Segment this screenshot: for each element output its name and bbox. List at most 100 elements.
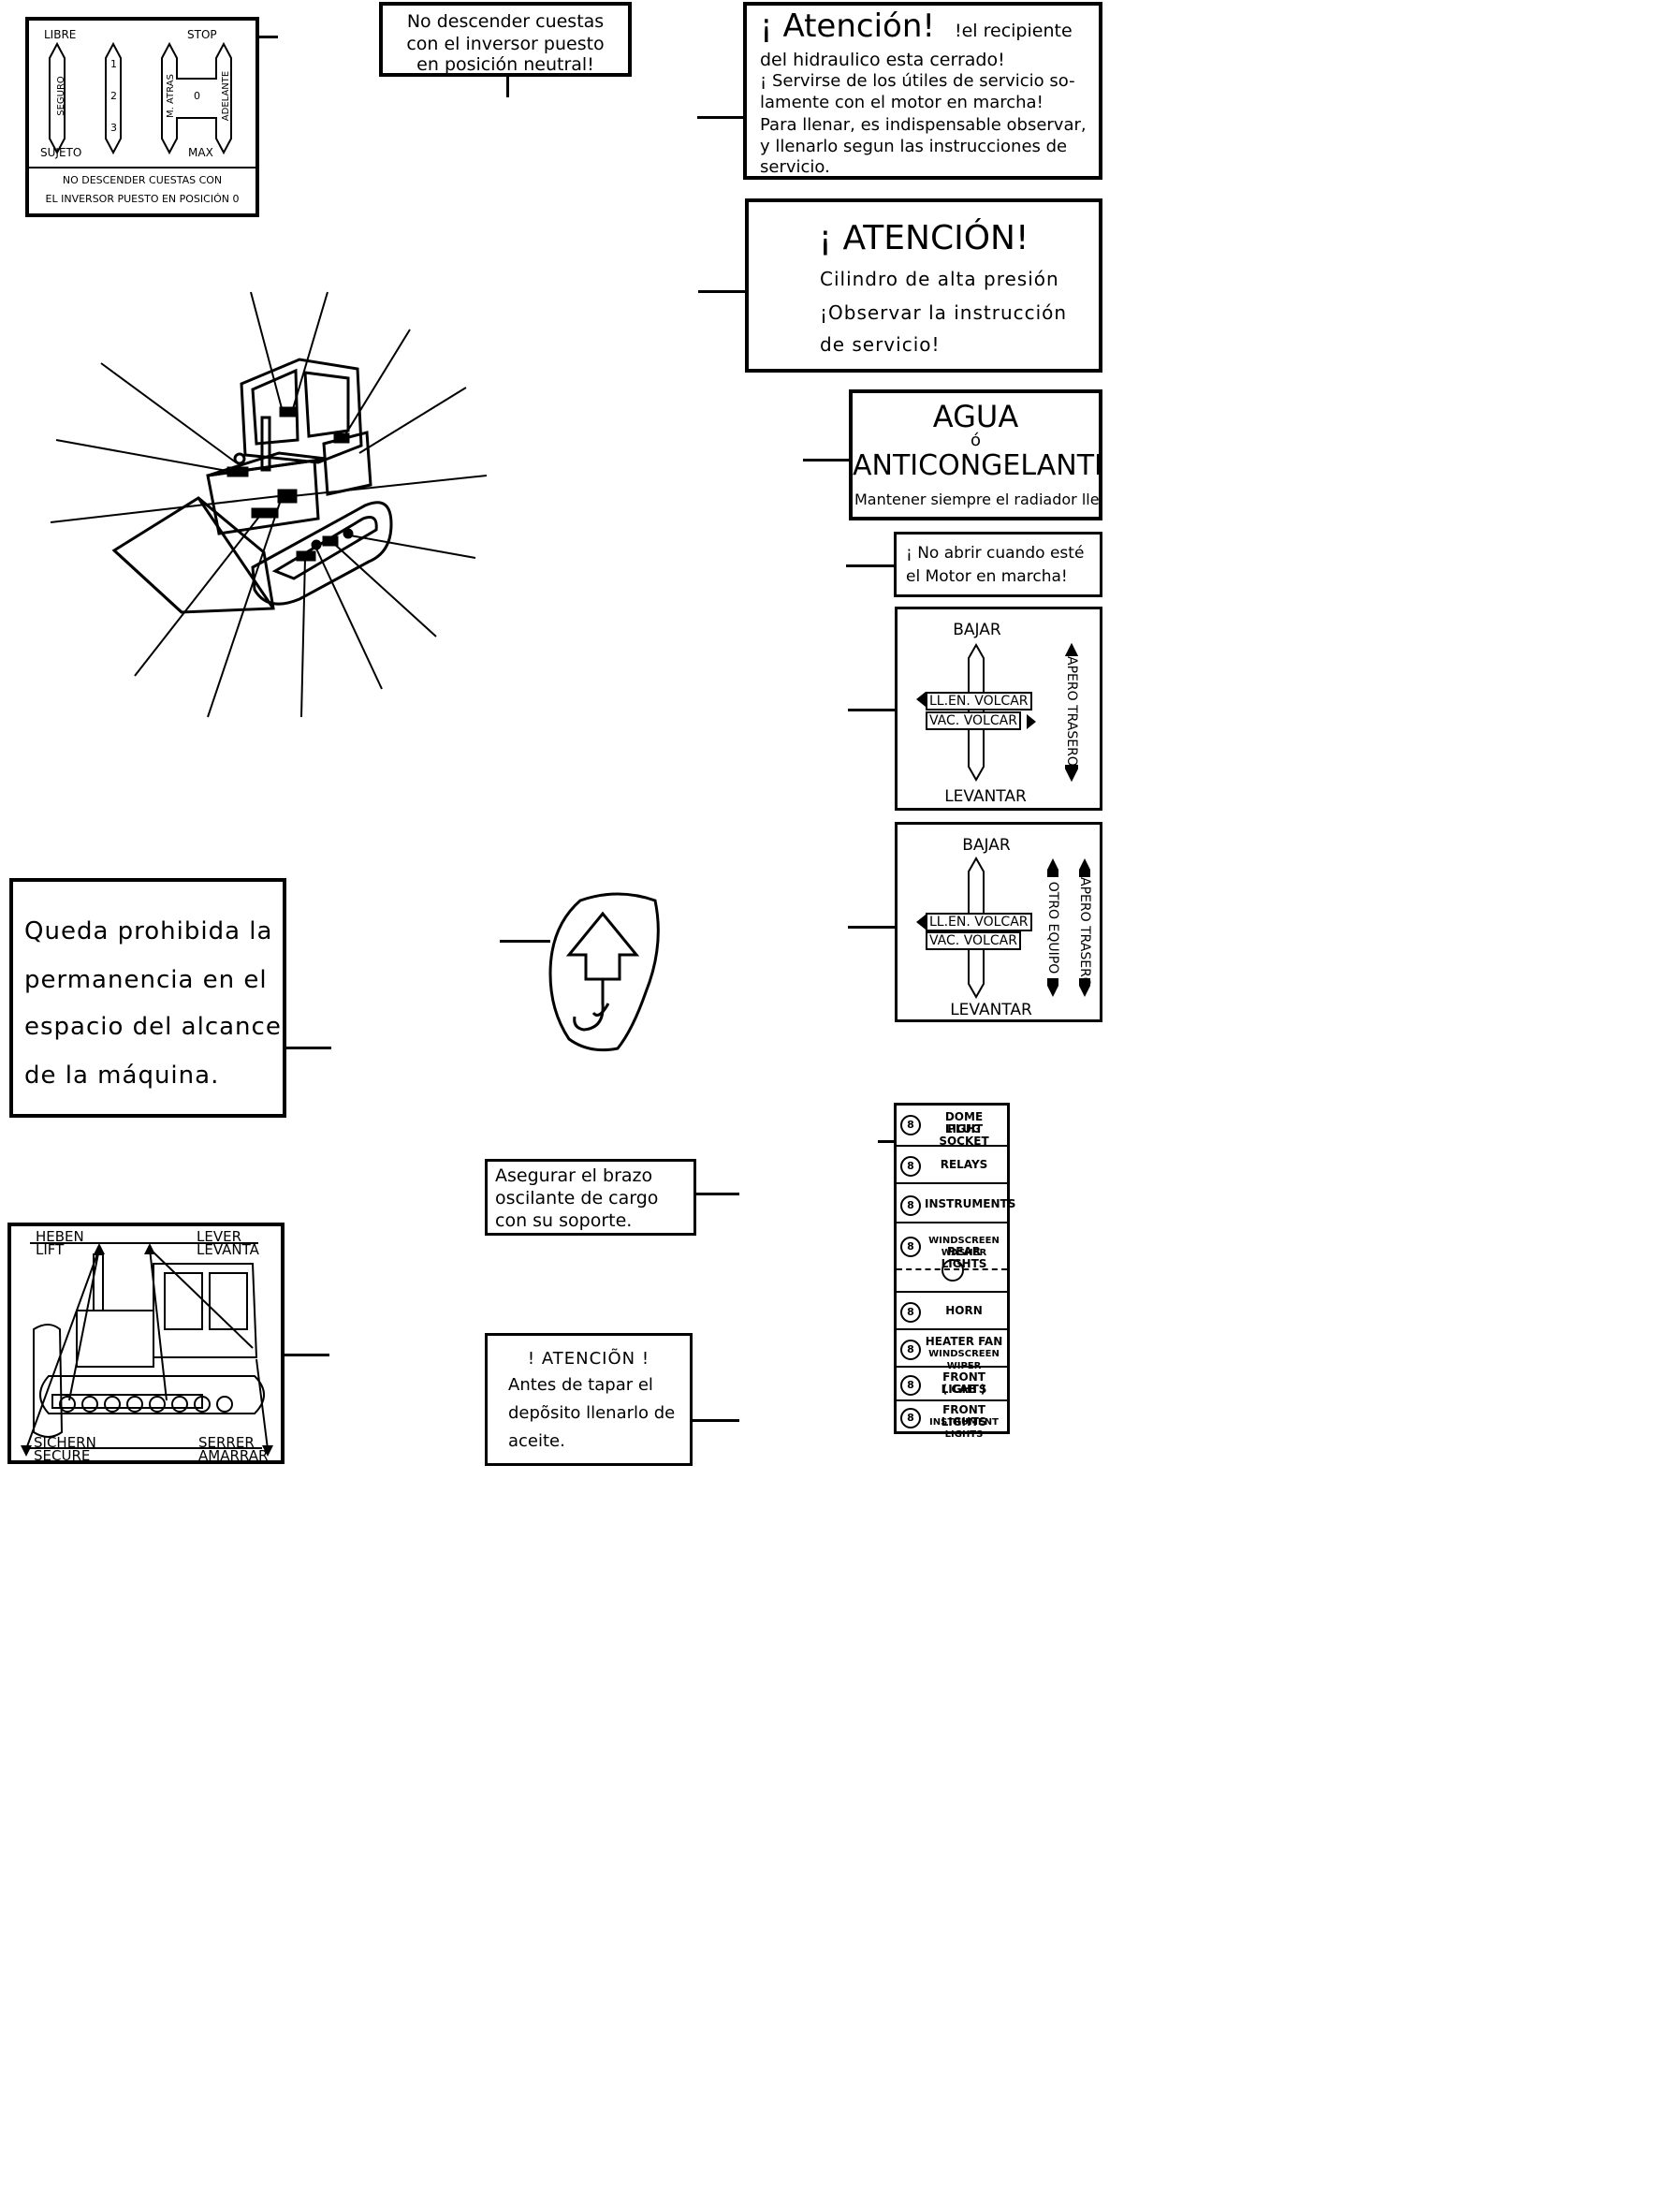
leader-line: [803, 459, 849, 461]
serrer-label: SERRER: [198, 1434, 255, 1451]
lift-header-line: [30, 1242, 258, 1244]
fuse-label-line2: PLUG SOCKET: [939, 1122, 989, 1148]
leader-line: [697, 116, 743, 119]
asegurar-line3: con su soporte.: [495, 1210, 633, 1231]
control2-bajar: BAJAR: [962, 836, 1011, 855]
cilindro-presion-decal: ¡ ATENCIÓN! Cilindro de alta presión ¡Ob…: [745, 198, 1102, 373]
leader-line: [693, 1419, 739, 1422]
control2-apero-trasero: APERO TRASERO: [1077, 877, 1092, 988]
stop-label: STOP: [187, 28, 217, 41]
gear-footer-line1: NO DESCENDER CUESTAS CON: [62, 174, 223, 186]
gear-2-label: 2: [110, 90, 117, 102]
control2-levantar: LEVANTAR: [950, 1001, 1032, 1019]
neutral-zero-label: 0: [194, 90, 200, 102]
fuse-label-line1: WINDSCREEN WASHER: [928, 1236, 1000, 1258]
fuse-rating-badge: 8: [900, 1195, 921, 1216]
cilindro-line2: ¡Observar la instrucción: [820, 301, 1068, 324]
leader-line: [698, 290, 745, 293]
atencion-line4: lamente con el motor en marcha!: [760, 93, 1044, 112]
fuse-rating-badge: 8: [900, 1237, 921, 1257]
fuse-row: 8 WINDSCREEN WASHER REAR LIGHTS: [897, 1222, 1007, 1293]
no-abrir-decal: ¡ No abrir cuando esté el Motor en march…: [894, 532, 1102, 597]
prohibida-line2: permanencia en el: [24, 966, 268, 994]
agua-line3: ANTICONGELANTE: [853, 449, 1102, 482]
atencion-line1-tail: !el recipiente: [955, 21, 1073, 41]
max-label: MAX: [188, 146, 213, 159]
fuse-row: 8 RELAYS: [897, 1145, 1007, 1184]
gear-footer-line2: EL INVERSOR PUESTO EN POSICIÓN 0: [45, 193, 240, 205]
atencion-line5: Para llenar, es indispensable observar,: [760, 115, 1087, 135]
no-abrir-line1: ¡ No abrir cuando esté: [906, 544, 1085, 563]
gear-1-label: 1: [110, 58, 117, 70]
no-descender-line1: No descender cuestas: [406, 11, 605, 32]
adelante-label: ADELANTE: [221, 70, 232, 122]
fuse-rating-badge: 8: [900, 1156, 921, 1177]
sichern-label: SICHERN: [34, 1434, 96, 1451]
fuse-label-line1: DOME LIGHT: [944, 1110, 984, 1135]
fuse-label-line1: RELAYS: [940, 1158, 988, 1171]
control2-vac-volcar: VAC. VOLCAR: [926, 931, 1021, 950]
levanta-label: LEVANTA: [197, 1241, 259, 1258]
atencion-line3: ¡ Servirse de los útiles de servicio so-: [760, 71, 1075, 91]
amarrar-label: AMARRAR: [198, 1447, 269, 1464]
control2-llen-volcar: LL.EN. VOLCAR: [926, 913, 1032, 931]
lifting-points-decal: HEBEN LIFT LEVER LEVANTA: [7, 1223, 285, 1464]
asegurar-line2: oscilante de cargo: [495, 1188, 659, 1209]
gear-arrows-drawing: [49, 41, 232, 155]
atencion-title: ¡ Atención!: [760, 7, 936, 45]
leader-line: [848, 926, 895, 929]
gear-3-label: 3: [110, 122, 117, 134]
heben-label: HEBEN: [36, 1228, 84, 1245]
fuse-row: 8 HEATER FAN WINDSCREEN WIPER: [897, 1328, 1007, 1371]
leader-line: [259, 36, 278, 38]
no-descender-decal: No descender cuestas con el inversor pue…: [379, 2, 632, 77]
secure-label: SECURE: [34, 1447, 91, 1464]
control1-apero-trasero: APERO TRASERO: [1064, 656, 1079, 767]
fuse-row: 8 DOME LIGHT PLUG SOCKET: [897, 1106, 1007, 1148]
control1-llen-volcar: LL.EN. VOLCAR: [926, 692, 1032, 710]
leader-line: [500, 940, 550, 943]
aceite-line1: ! ATENCIÕN !: [527, 1349, 650, 1369]
lift-footer-line: [30, 1447, 262, 1449]
asegurar-line1: Asegurar el brazo: [495, 1165, 653, 1186]
no-descender-line2: con el inversor puesto: [406, 34, 605, 54]
fuse-row: 8 INSTRUMENTS: [897, 1182, 1016, 1223]
libre-label: LIBRE: [44, 28, 77, 41]
zona-prohibida-decal: Queda prohibida la permanencia en el esp…: [9, 878, 286, 1118]
control1-levantar: LEVANTAR: [944, 787, 1027, 806]
control-lever-decal-1: BAJAR LEVANTAR LL.EN. VOLCAR VAC. VOLCAR…: [895, 607, 1102, 811]
fuse-rating-badge: 8: [900, 1115, 921, 1135]
gear-selector-decal: LIBRE STOP SEGURO 1 2 3 M. ATRAS ADELANT…: [25, 17, 259, 217]
cilindro-title: ¡ ATENCIÓN!: [818, 219, 1029, 257]
asegurar-brazo-decal: Asegurar el brazo oscilante de cargo con…: [485, 1159, 696, 1236]
fuse-panel-mount-hole: [941, 1259, 964, 1282]
atencion-line2: del hidraulico esta cerrado!: [760, 50, 1005, 70]
fuse-rating-badge: 8: [900, 1340, 921, 1360]
leader-line: [286, 1047, 331, 1049]
leader-line: [506, 77, 509, 97]
leader-line: [846, 564, 894, 567]
cilindro-line3: de servicio!: [820, 333, 941, 356]
control-lever-decal-2: BAJAR LEVANTAR LL.EN. VOLCAR VAC. VOLCAR…: [895, 822, 1102, 1022]
fuse-panel-decal: 8 DOME LIGHT PLUG SOCKET 8 RELAYS 8 INST…: [894, 1103, 1016, 1440]
aceite-line4: aceite.: [508, 1431, 565, 1451]
fuse-label-line2: INSTRUMENT LIGHTS: [929, 1417, 999, 1440]
lever-label: LEVER: [197, 1228, 241, 1245]
agua-line4: Mantener siempre el radiador lleno: [854, 491, 1102, 508]
prohibida-line1: Queda prohibida la: [24, 917, 273, 945]
leader-line: [696, 1193, 739, 1195]
agua-line1: AGUA: [932, 399, 1019, 434]
leader-line: [285, 1354, 329, 1356]
leader-line: [848, 709, 895, 711]
cilindro-line1: Cilindro de alta presión: [820, 268, 1059, 290]
aceite-line2: Antes de tapar el: [508, 1375, 653, 1395]
fuse-rating-badge: 8: [900, 1408, 921, 1428]
fuse-row: 8 HORN: [897, 1291, 1007, 1330]
fuse-label-line2: REAR LIGHTS: [941, 1245, 987, 1270]
atencion-line7: servicio.: [760, 157, 830, 177]
control1-vac-volcar: VAC. VOLCAR: [926, 711, 1021, 730]
fuse-label-line1: INSTRUMENTS: [925, 1197, 1016, 1210]
lifting-points-drawing: [21, 1243, 273, 1457]
prohibida-line4: de la máquina.: [24, 1062, 220, 1090]
